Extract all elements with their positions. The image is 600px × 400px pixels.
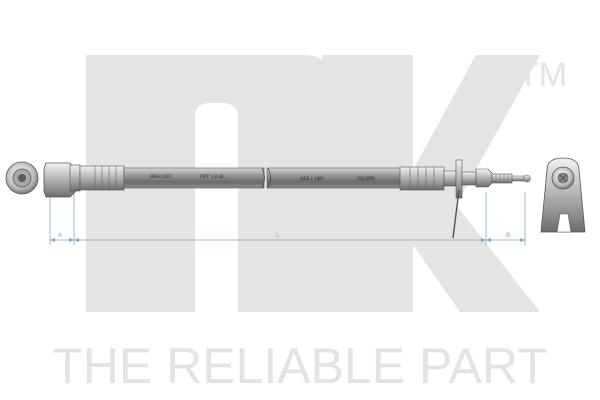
trademark-symbol: TM [518,56,567,94]
hose-print-3: SAE J 1401 [300,177,324,182]
hose-print-4: 2Q/2009 [357,177,375,182]
dimension-b-label: B [506,233,510,239]
hose-tube [123,167,403,189]
brand-slogan: THE RELIABLE PART [52,338,548,394]
left-hex-fitting [43,162,125,198]
hose-print-1: HBS DOT [150,175,171,180]
left-banjo-eye [5,161,39,195]
dimension-arrows [50,238,525,242]
right-crimp-fitting [399,159,531,239]
dimension-a-label: A [58,233,62,239]
hose-print-2: DPT 1/8 HL [200,175,225,180]
right-bracket [540,157,586,233]
dimension-l-label: L [276,233,280,239]
